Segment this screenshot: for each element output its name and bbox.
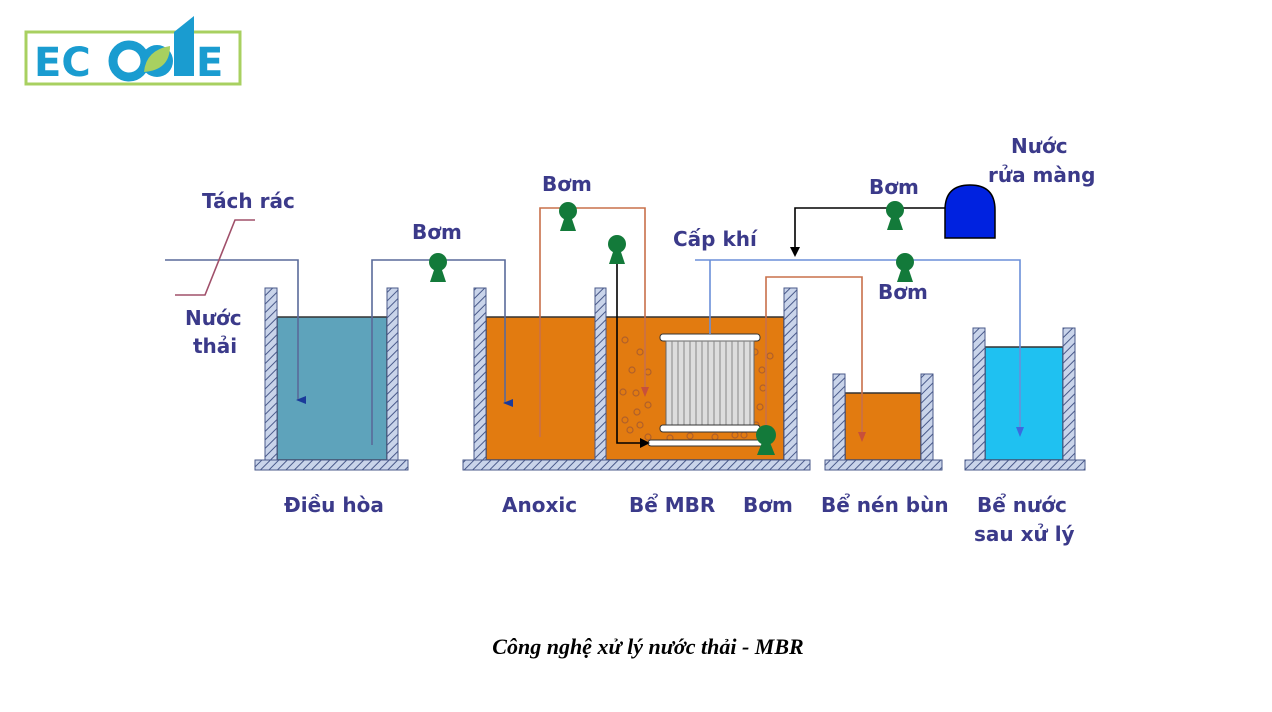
membrane-module xyxy=(647,333,771,447)
label-pump-bottom: Bơm xyxy=(743,493,793,517)
label-pump1: Bơm xyxy=(412,220,462,244)
pump-icon xyxy=(429,253,447,282)
label-screen: Tách rác xyxy=(202,189,295,213)
sludge-thickener-tank xyxy=(824,373,943,471)
label-sludge: Bể nén bùn xyxy=(821,493,949,517)
sludge-pipe xyxy=(765,276,866,442)
label-treated: Bể nước xyxy=(977,493,1067,517)
influent-pipe xyxy=(165,259,306,404)
screen-symbol xyxy=(175,219,255,296)
label-pump4: Bơm xyxy=(878,280,928,304)
label-influent-2: thải xyxy=(193,334,237,358)
label-wash: Nước xyxy=(1011,134,1068,158)
recirculation-pipe xyxy=(539,207,649,437)
air-supply-pipe xyxy=(695,259,1020,435)
ecoone-logo: EC E xyxy=(24,16,242,86)
label-pump2: Bơm xyxy=(542,172,592,196)
svg-text:E: E xyxy=(196,40,223,86)
pump-icon xyxy=(886,201,904,230)
label-mbr: Bể MBR xyxy=(629,493,715,517)
label-treated-2: sau xử lý xyxy=(974,522,1075,546)
equalization-tank xyxy=(254,287,409,471)
label-air: Cấp khí xyxy=(673,227,758,251)
pump-icon xyxy=(559,202,577,231)
treated-water-tank xyxy=(964,327,1086,471)
pump-icon xyxy=(896,253,914,282)
pump-icon xyxy=(756,425,776,455)
label-influent: Nước xyxy=(185,306,242,330)
air-supply-black xyxy=(616,258,650,448)
wash-water-tank xyxy=(944,184,996,239)
label-wash-2: rửa màng xyxy=(988,163,1095,187)
figure-caption: Công nghệ xử lý nước thải - MBR xyxy=(492,634,804,659)
label-equalization: Điều hòa xyxy=(284,493,384,517)
membrane-wash-pipe xyxy=(790,207,945,257)
label-anoxic: Anoxic xyxy=(502,493,577,517)
pump-icon xyxy=(608,235,626,264)
svg-text:EC: EC xyxy=(34,40,91,86)
label-pump3: Bơm xyxy=(869,175,919,199)
anoxic-mbr-tank xyxy=(462,287,811,471)
